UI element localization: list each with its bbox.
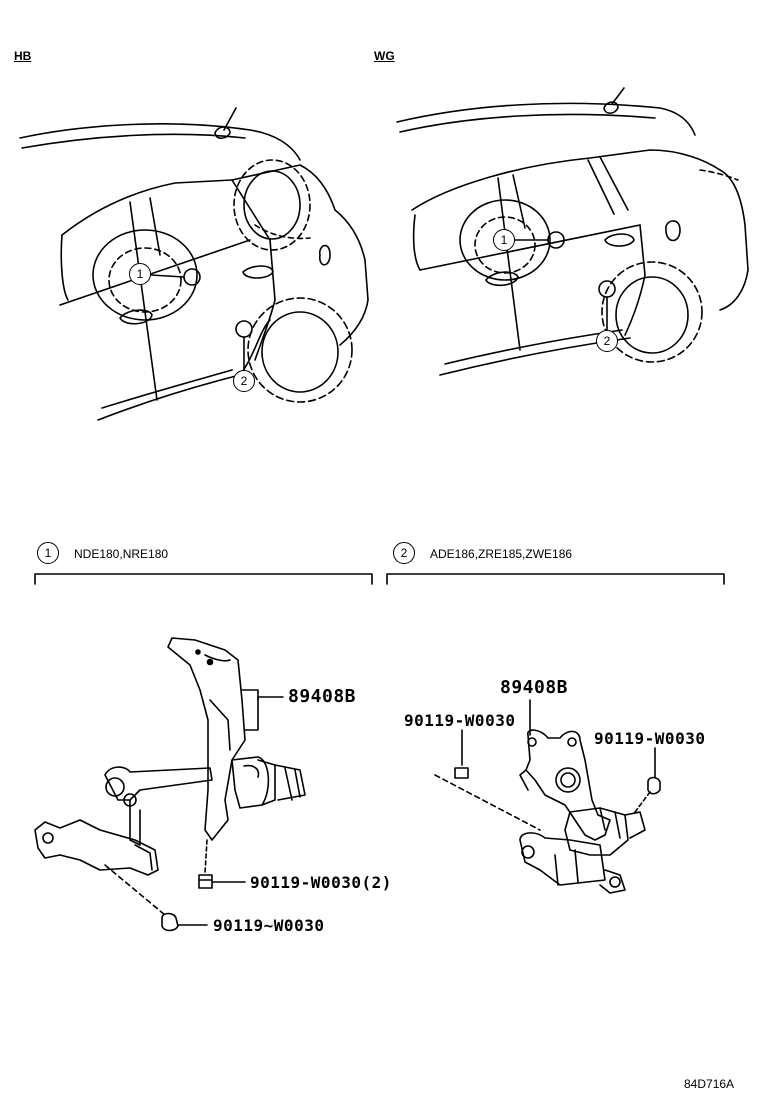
callout-1-wg: 1: [493, 229, 515, 251]
part-number-89408b-left[interactable]: 89408B: [288, 686, 357, 707]
section-2-callout: 2: [393, 542, 415, 564]
part-number-bolt-right-a[interactable]: 90119-W0030: [404, 711, 516, 730]
part-number-bolt-left-b[interactable]: 90119~W0030: [213, 916, 325, 935]
callout-2-wg: 2: [596, 330, 618, 352]
part-number-89408b-right[interactable]: 89408B: [500, 677, 569, 698]
part-number-bolt-left-a[interactable]: 90119-W0030(2): [250, 873, 392, 892]
callout-2-hb: 2: [233, 370, 255, 392]
wagon-car-illustration: [396, 87, 749, 376]
callout-1-hb: 1: [129, 263, 151, 285]
section-1-callout: 1: [37, 542, 59, 564]
hatchback-car-illustration: [19, 107, 369, 421]
applicability-2: ADE186,ZRE185,ZWE186: [430, 547, 573, 561]
height-sensor-assembly-right: [434, 729, 661, 894]
diagram-code: 84D716A: [684, 1077, 735, 1091]
section-label-hb: HB: [14, 49, 32, 63]
applicability-1: NDE180,NRE180: [74, 547, 169, 561]
part-number-bolt-right-b[interactable]: 90119-W0030: [594, 729, 706, 748]
left-leader-lines: [177, 696, 284, 926]
section-brackets: [34, 573, 725, 585]
right-leader-lines: [461, 699, 656, 779]
section-label-wg: WG: [374, 49, 395, 63]
height-sensor-assembly-left: [34, 637, 306, 932]
